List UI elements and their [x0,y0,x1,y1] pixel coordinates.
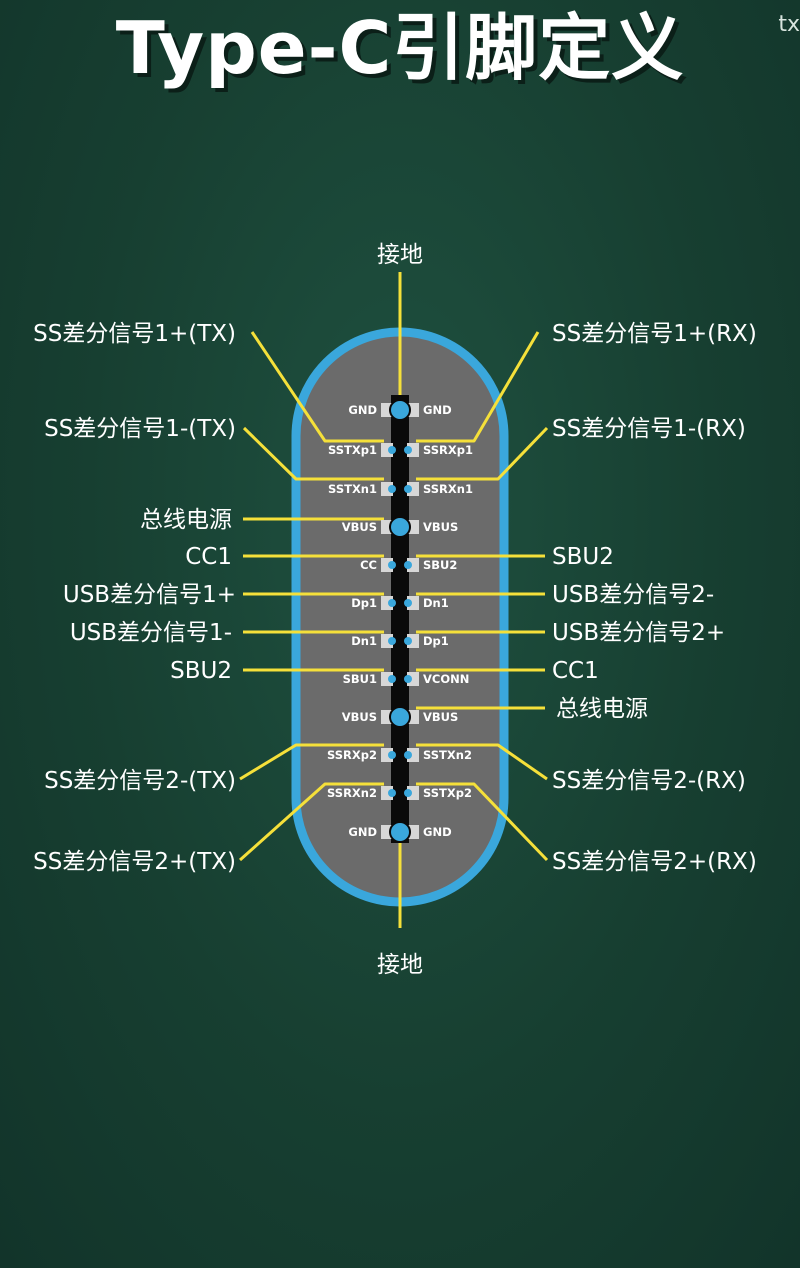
pin-label-left: GND [348,403,377,417]
pin-label-left: SSTXp1 [328,443,377,457]
corner-watermark-text: tx [778,12,800,37]
pin-pad-right [407,634,419,648]
signal-label-right: SBU2 [552,544,614,570]
signal-label-left: USB差分信号1+ [63,582,236,608]
signal-label-left: SS差分信号1-(TX) [44,416,236,442]
pin-label-right: GND [423,825,452,839]
pin-shared-contact [389,516,411,538]
leader-line-right [416,743,548,781]
pin-label-right: SSTXp2 [423,786,472,800]
pin-contact-left [388,789,396,797]
pin-contact-right [404,751,412,759]
pin-label-left: VBUS [342,520,377,534]
leader-line-left [239,782,384,862]
pin-pad-left [381,558,393,572]
pin-label-left: CC [360,558,377,572]
pin-shared-contact [389,399,411,421]
page-title: Type-C引脚定义 [115,6,685,90]
pin-contact-left [388,561,396,569]
signal-label-left: USB差分信号1- [70,620,232,646]
pin-pad-left [381,786,393,800]
leader-lines [239,272,549,928]
pin-contact-left [388,446,396,454]
pin-label-right: VBUS [423,710,458,724]
bottom-ground-label: 接地 [377,952,423,978]
pin-pad-right [407,786,419,800]
pin-pad-right [407,443,419,457]
signal-label-right: 总线电源 [556,696,648,722]
pin-label-right: Dp1 [423,634,449,648]
pin-shared-contact [389,706,411,728]
signal-label-right: SS差分信号2-(RX) [552,768,746,794]
pin-shared-contact [389,821,411,843]
pin-contact-right [404,599,412,607]
signal-label-left: SS差分信号1+(TX) [33,321,236,347]
connector-spine [391,395,409,843]
signal-label-left: SS差分信号2+(TX) [33,849,236,875]
pin-label-right: VCONN [423,672,469,686]
pin-label-right: SSTXn2 [423,748,472,762]
pin-contact-right [404,637,412,645]
pin-contact-left [388,675,396,683]
pin-pad-right [407,672,419,686]
pin-contact-right [404,789,412,797]
signal-label-left: 总线电源 [140,507,232,533]
pin-pad-left [381,443,393,457]
pin-pad-right [407,596,419,610]
leader-line-left [242,426,384,481]
pin-label-left: SSRXn2 [327,786,377,800]
pin-label-right: SSRXn1 [423,482,473,496]
pin-contact-right [404,485,412,493]
pin-contact-left [388,637,396,645]
signal-label-right: USB差分信号2+ [552,620,725,646]
pin-label-left: Dn1 [351,634,377,648]
pin-label-right: SSRXp1 [423,443,473,457]
pin-contact-left [388,751,396,759]
pin-pad-left [381,596,393,610]
pin-contact-left [388,599,396,607]
pin-label-left: GND [348,825,377,839]
pin-contact-right [404,675,412,683]
signal-label-right: SS差分信号1+(RX) [552,321,757,347]
signal-label-right: SS差分信号2+(RX) [552,849,757,875]
signal-labels: SS差分信号1+(TX)SS差分信号1-(TX)总线电源CC1USB差分信号1+… [33,242,757,978]
signal-label-left: SBU2 [170,658,232,684]
leader-line-left [250,331,384,443]
signal-label-left: CC1 [185,544,232,570]
pin-pad-right [407,558,419,572]
pin-pad-left [381,634,393,648]
pin-pad-left [381,672,393,686]
pin-label-left: SSTXn1 [328,482,377,496]
pin-pad-right [407,482,419,496]
signal-label-right: SS差分信号1-(RX) [552,416,746,442]
top-ground-label: 接地 [377,242,423,268]
leader-line-left [239,743,384,781]
pin-pad-right [407,748,419,762]
pin-label-left: SSRXp2 [327,748,377,762]
pin-contact-right [404,561,412,569]
pin-pad-left [381,482,393,496]
pin-label-right: SBU2 [423,558,457,572]
signal-label-right: CC1 [552,658,599,684]
pin-contact-right [404,446,412,454]
leader-line-right [416,426,549,481]
pin-label-left: SBU1 [343,672,377,686]
pin-label-left: Dp1 [351,596,377,610]
pin-contact-left [388,485,396,493]
leader-line-right [416,782,549,862]
leader-line-right [416,331,540,443]
pin-pad-left [381,748,393,762]
pin-label-right: GND [423,403,452,417]
pin-label-right: VBUS [423,520,458,534]
pin-label-left: VBUS [342,710,377,724]
signal-label-right: USB差分信号2- [552,582,714,608]
pin-label-right: Dn1 [423,596,449,610]
signal-label-left: SS差分信号2-(TX) [44,768,236,794]
